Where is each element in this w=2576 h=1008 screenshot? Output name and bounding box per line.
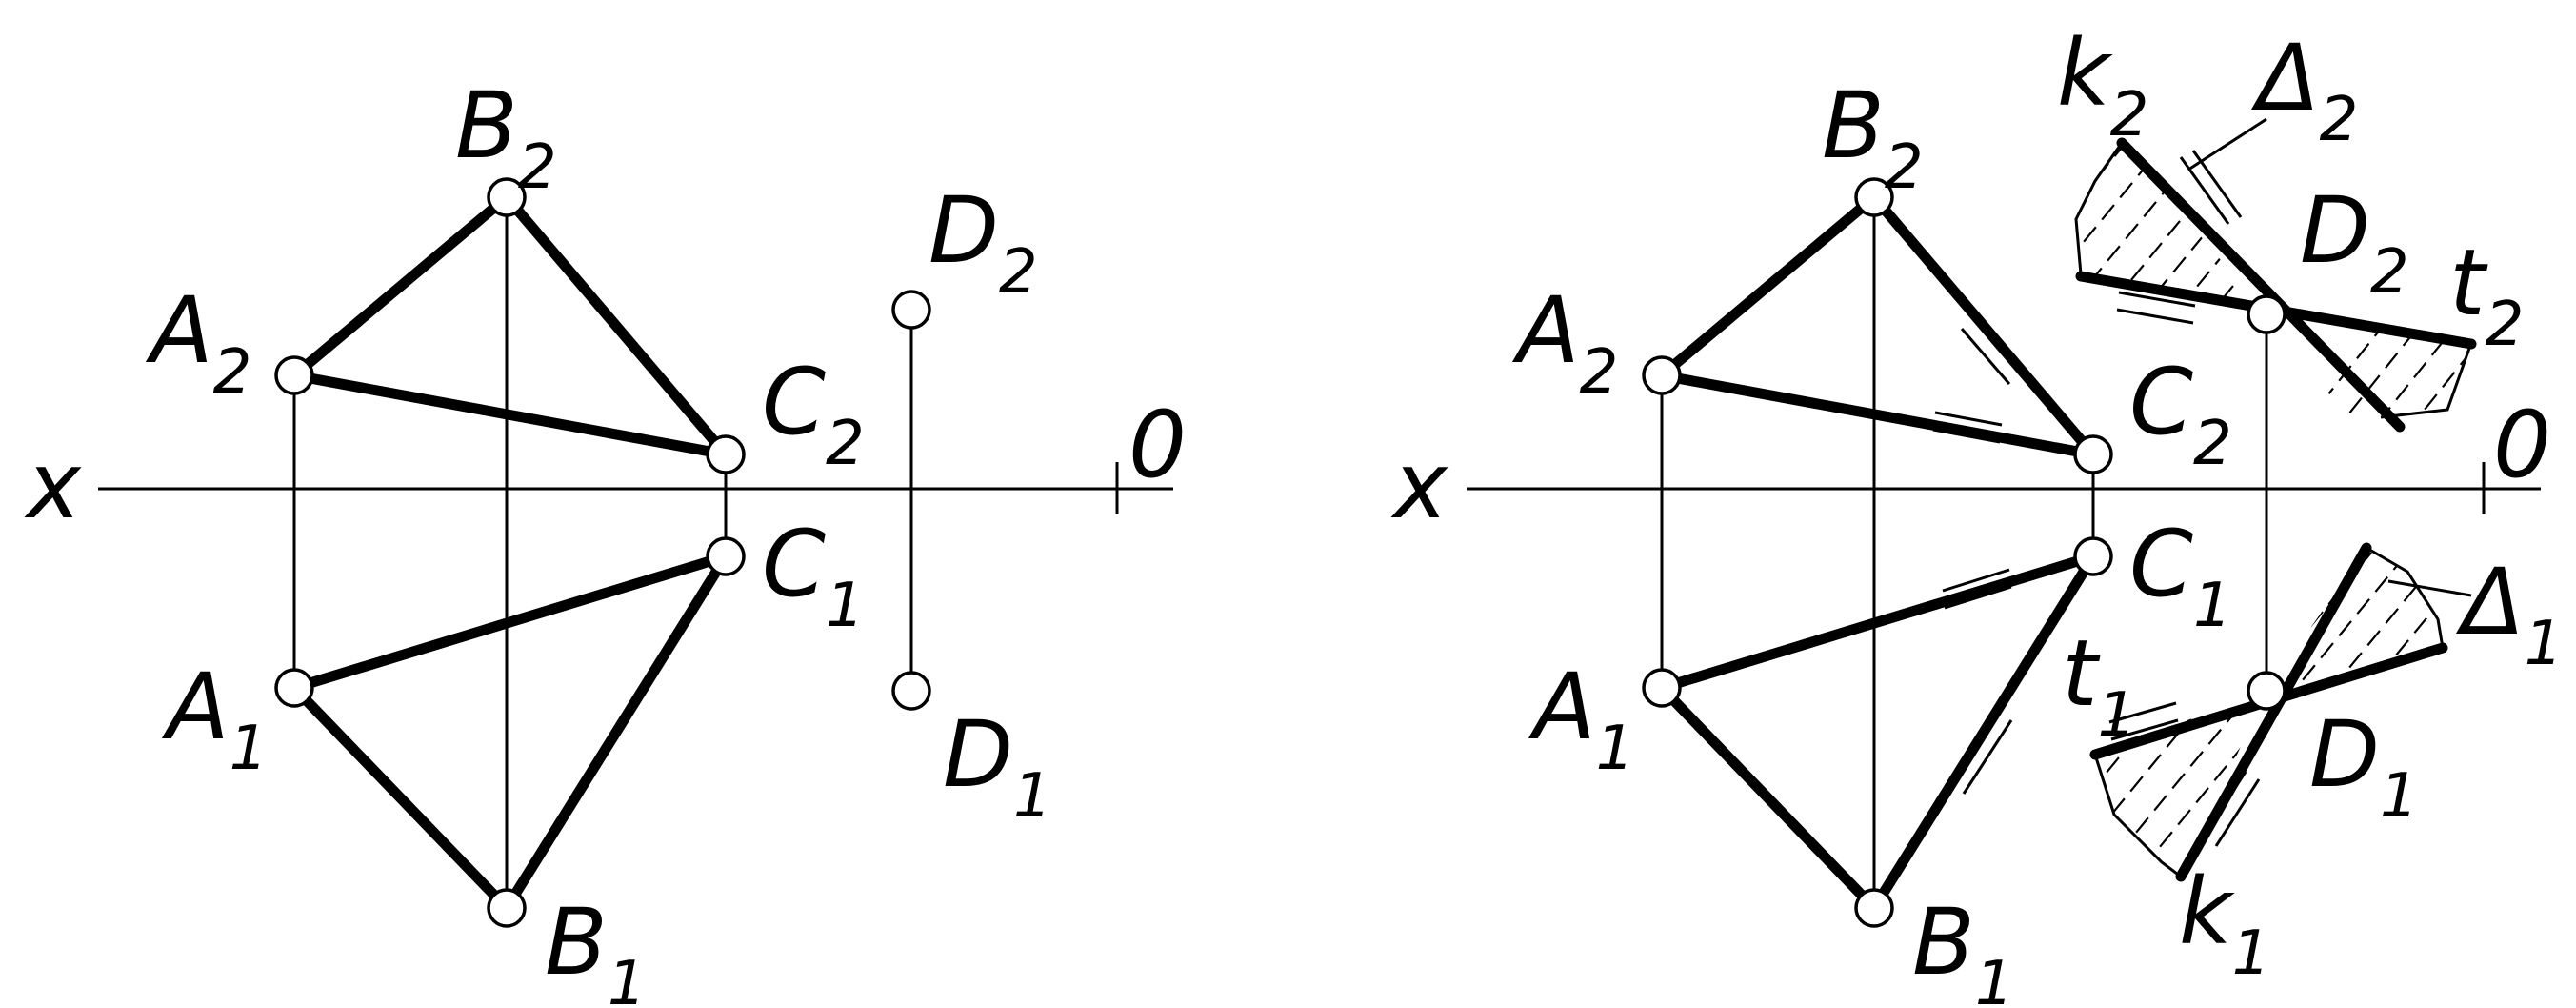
right-label-d2: D2 (2300, 177, 2409, 308)
delta1-leader (2387, 579, 2472, 597)
left-edge-a1c1 (289, 551, 731, 694)
right-label-c2: C2 (2129, 349, 2232, 479)
right-label-b2: B2 (1822, 72, 1924, 203)
right-label-b1: B1 (1912, 889, 2014, 1008)
left-point-d2 (891, 290, 931, 330)
right-point-c2 (2073, 434, 2113, 474)
right-edge-b2c2 (1868, 192, 2099, 460)
left-label-b2: B2 (455, 72, 557, 203)
label-t2: t2 (2449, 230, 2524, 360)
left-drawing: x 0 A2 B2 C2 D2 A1 B1 C1 D1 (24, 72, 1187, 1008)
right-edge-a1c1 (1656, 551, 2099, 694)
left-axis-o-label: 0 (1128, 392, 1187, 498)
left-label-c2: C2 (762, 349, 865, 479)
right-point-b2 (1854, 177, 1894, 217)
right-axis-x-label: x (1390, 433, 1448, 539)
right-label-a1: A1 (1528, 654, 1634, 784)
left-point-a2 (274, 355, 314, 395)
right-point-c1 (2073, 536, 2113, 576)
right-point-d2 (2247, 294, 2286, 334)
left-point-c2 (706, 434, 746, 474)
right-point-d1 (2247, 671, 2286, 711)
left-label-a2: A2 (145, 277, 251, 408)
left-axis-x-label: x (24, 433, 82, 539)
line-k1 (2175, 542, 2372, 882)
left-edge-b1c1 (501, 551, 731, 914)
left-label-a1: A1 (161, 654, 268, 784)
right-label-a2: A2 (1511, 277, 1618, 408)
right-edge-a2c2 (1656, 370, 2099, 460)
right-axis-o-label: 0 (2493, 392, 2551, 498)
left-edge-a2c2 (289, 370, 731, 460)
left-point-b2 (487, 177, 527, 217)
right-label-c1: C1 (2129, 511, 2232, 641)
right-label-d1: D1 (2309, 701, 2419, 832)
left-point-d1 (891, 671, 931, 711)
left-label-d2: D2 (929, 177, 1038, 308)
label-k2: k2 (2057, 20, 2148, 151)
label-delta1: Δ1 (2455, 549, 2563, 679)
left-edge-a1b1 (289, 682, 512, 914)
left-label-c1: C1 (762, 511, 865, 641)
label-delta2: Δ2 (2250, 25, 2358, 155)
left-label-d1: D1 (943, 701, 1052, 832)
right-point-a1 (1642, 668, 1682, 708)
left-edge-a2b2 (289, 192, 512, 381)
right-point-b1 (1854, 888, 1894, 928)
label-t1: t1 (2062, 620, 2136, 751)
left-label-b1: B1 (545, 889, 647, 1008)
line-k2 (2116, 137, 2406, 433)
right-edge-a2b2 (1656, 192, 1880, 381)
left-point-b1 (487, 888, 527, 928)
label-k1: k1 (2179, 858, 2270, 989)
left-point-a1 (274, 668, 314, 708)
right-edge-a1b1 (1656, 682, 1880, 914)
right-drawing: x 0 A2 B2 C2 D2 A1 B1 C1 D1 k2 t2 (1390, 20, 2563, 1008)
right-point-a2 (1642, 355, 1682, 395)
left-edge-b2c2 (501, 192, 731, 460)
left-point-c1 (706, 536, 746, 576)
delta2-leader (2187, 117, 2267, 171)
